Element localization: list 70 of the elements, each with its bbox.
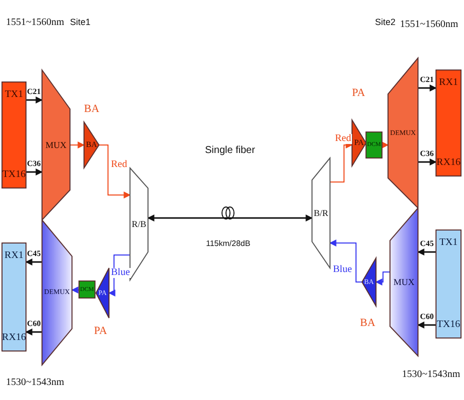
arrow: [418, 158, 437, 166]
transmitter-box: [436, 230, 461, 338]
arrow: [71, 286, 80, 294]
arrow: [418, 84, 437, 92]
arrow: [70, 142, 85, 148]
amplifier-triangle: [362, 258, 376, 306]
arrow: [108, 254, 130, 296]
demux-trapezoid: [42, 220, 72, 365]
amplifier-label: PA: [352, 88, 366, 99]
node-label: TX16: [2, 170, 26, 180]
wavelength-label: 1551~1560nm: [6, 18, 64, 28]
demux-trapezoid: [388, 58, 418, 208]
arrow: [147, 214, 313, 222]
arrow: [26, 96, 43, 104]
dcm-box: [366, 132, 382, 158]
arrow: [375, 272, 390, 286]
edge-label: C21: [27, 88, 41, 96]
edge-label: Red: [110, 160, 128, 170]
edge-label: C45: [420, 240, 434, 248]
fiber-spec-label: 115km/28dB: [206, 240, 250, 248]
edge-label: C60: [27, 320, 41, 328]
node-label: MUX: [45, 140, 66, 150]
arrow: [382, 142, 389, 148]
fiber-label: Single fiber: [205, 146, 256, 156]
edge-label: C36: [420, 150, 434, 158]
dcm-box: [79, 281, 95, 298]
node-label: R/B: [132, 220, 146, 228]
node-label: MUX: [393, 278, 414, 286]
site-label: Site2: [375, 18, 396, 27]
arrow: [329, 240, 362, 282]
arrow: [330, 142, 353, 182]
wavelength-label: 1530~1543nm: [402, 370, 460, 380]
edge-label: Blue: [332, 265, 353, 275]
edge-label: C36: [27, 160, 41, 168]
edge-label: C45: [27, 250, 41, 258]
node-label: RX16: [436, 158, 460, 168]
node-label: B/R: [314, 208, 328, 218]
amplifier-label: BA: [84, 104, 100, 115]
receiver-box: [436, 70, 461, 176]
node-label: RX1: [4, 251, 24, 261]
amplifier-triangle: [84, 122, 99, 168]
arrow: [26, 168, 43, 176]
arrow: [25, 328, 42, 336]
wavelength-label: 1551~1560nm: [400, 20, 458, 30]
node-label: TX16: [436, 320, 460, 330]
site-label: Site1: [70, 18, 91, 27]
node-label: TX1: [439, 238, 458, 248]
edge-label: Blue: [110, 268, 131, 278]
amplifier-label: BA: [360, 318, 376, 329]
arrow: [417, 248, 436, 256]
amplifier-label: PA: [94, 326, 108, 337]
receiver-box: [2, 243, 26, 351]
mux-trapezoid: [42, 70, 70, 220]
wavelength-label: 1530~1543nm: [6, 378, 64, 388]
filter-block: [312, 158, 330, 268]
node-label: BA: [86, 141, 98, 149]
amplifier-triangle: [96, 268, 109, 318]
edge-label: Red: [334, 134, 352, 144]
amplifier-triangle: [352, 120, 366, 166]
arrow: [25, 258, 42, 266]
arrow: [98, 144, 131, 198]
node-label: RX1: [439, 78, 458, 88]
filter-block: [130, 168, 148, 280]
edge-label: C21: [420, 76, 434, 84]
edge-label: C60: [420, 313, 434, 321]
node-label: PA: [354, 139, 364, 147]
mux-trapezoid: [390, 208, 418, 356]
node-label: TX1: [4, 90, 24, 100]
transmitter-box: [2, 82, 26, 188]
arrow: [417, 322, 436, 328]
